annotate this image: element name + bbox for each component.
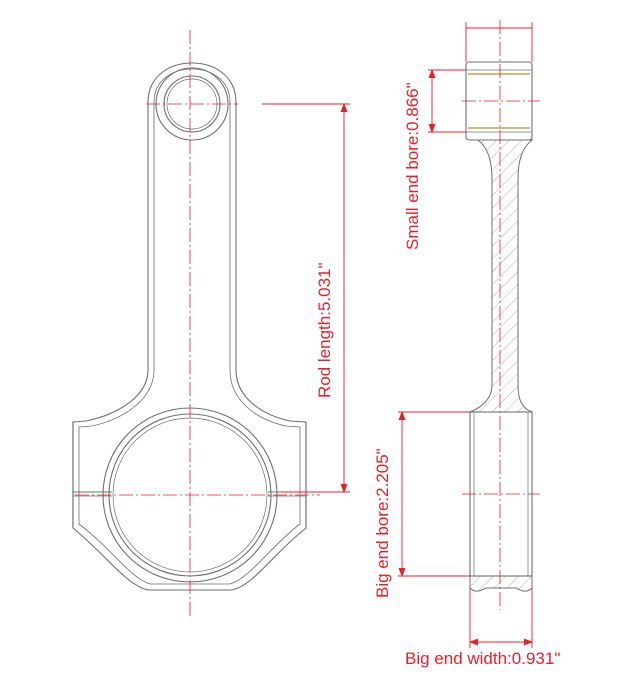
big-end-width-label: Big end width:0.931"	[405, 649, 560, 668]
rod-length-dimension	[262, 102, 350, 494]
side-centerlines	[462, 20, 540, 610]
front-centerlines	[75, 30, 320, 618]
side-beam-hatch	[469, 139, 534, 413]
rod-length-label: Rod length:5.031"	[315, 262, 334, 398]
small-end-bore-label: Small end bore:0.866"	[403, 82, 422, 250]
big-end-width-dimension	[468, 588, 534, 648]
rod-outline	[72, 62, 307, 591]
small-end-bore-dimension	[428, 22, 533, 134]
big-end-bore-label: Big end bore:2.205"	[373, 448, 392, 598]
big-end-bore-dimension	[398, 410, 470, 578]
front-view	[72, 62, 307, 591]
rod-inner-outline	[78, 68, 301, 585]
small-end-bushing	[468, 73, 530, 129]
big-end-cap	[469, 575, 533, 592]
